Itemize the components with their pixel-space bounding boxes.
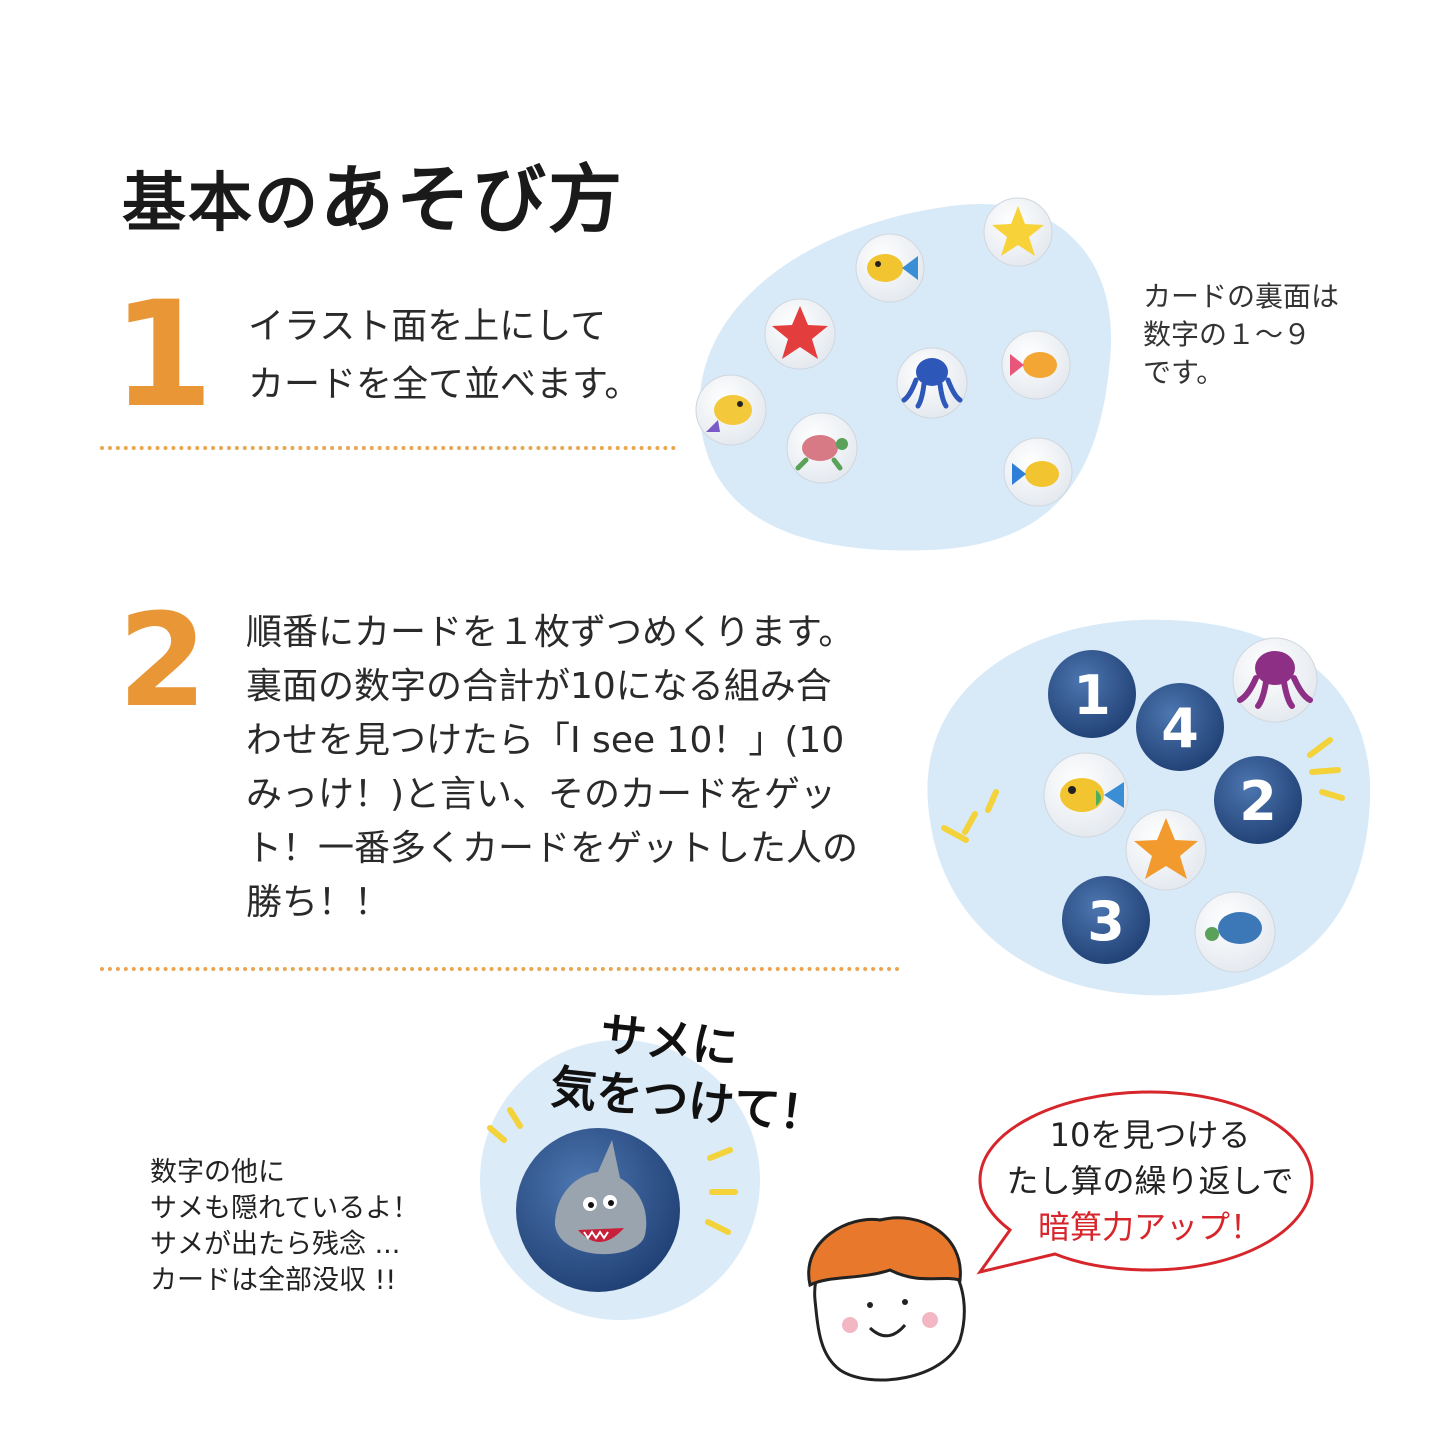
page-title: 基本のあそび方 bbox=[122, 140, 624, 247]
shark-card bbox=[516, 1128, 680, 1292]
card-fish-rainbow bbox=[855, 233, 925, 303]
card-back-note-line: です。 bbox=[1143, 356, 1225, 389]
card-back-note: カードの裏面は 数字の１～９ です。 bbox=[1143, 278, 1383, 392]
card-number-4-label: 4 bbox=[1161, 697, 1199, 760]
step-1-line: カードを全て並べます。 bbox=[248, 364, 641, 405]
shark-note-line: サメも隠れているよ！ bbox=[150, 1193, 420, 1224]
excitement-marks-right bbox=[1307, 737, 1345, 801]
shark-icon bbox=[555, 1140, 647, 1255]
card-number-2-label: 2 bbox=[1239, 770, 1277, 833]
shark-note-line: カードは全部没収 !! bbox=[150, 1265, 397, 1296]
card-fish-green bbox=[1043, 752, 1129, 838]
step-2-line: 裏面の数字の合計が10になる組み合 bbox=[246, 666, 832, 707]
excitement-marks-left bbox=[941, 789, 999, 843]
step-1-text: イラスト面を上にして カードを全て並べます。 bbox=[248, 298, 688, 414]
dotted-divider-2 bbox=[100, 967, 900, 971]
shark-note-line: 数字の他に bbox=[150, 1157, 285, 1188]
page-title-main: あそび方 bbox=[320, 157, 624, 243]
card-number-1: 1 bbox=[1048, 650, 1136, 738]
card-number-2: 2 bbox=[1214, 756, 1302, 844]
speech-bubble bbox=[976, 1090, 1314, 1275]
step-2-line: 勝ち！！ bbox=[246, 882, 391, 923]
step-1-line: イラスト面を上にして bbox=[248, 306, 607, 347]
card-starfish-red bbox=[764, 298, 836, 370]
step-1-number: 1 bbox=[112, 270, 214, 440]
step-2-line: ト！一番多くカードをゲットした人の bbox=[246, 828, 859, 869]
card-fish-yellow bbox=[695, 374, 767, 446]
card-starfish-orange bbox=[1125, 809, 1207, 891]
card-number-3-label: 3 bbox=[1087, 890, 1125, 953]
speech-bubble-text: 10を見つける たし算の繰り返しで 暗算力アップ！ bbox=[980, 1112, 1320, 1250]
card-back-note-line: 数字の１～９ bbox=[1143, 318, 1312, 351]
card-octopus-purple bbox=[1232, 637, 1318, 723]
card-number-1-label: 1 bbox=[1073, 664, 1111, 727]
dotted-divider-1 bbox=[100, 446, 676, 450]
card-fish-orange bbox=[1001, 330, 1071, 400]
shark-note-line: サメが出たら残念 ... bbox=[150, 1229, 401, 1260]
card-turtle bbox=[786, 412, 858, 484]
speech-bubble-line-1: 10を見つける bbox=[1049, 1116, 1251, 1154]
card-starfish-yellow bbox=[983, 197, 1053, 267]
card-octopus-blue bbox=[896, 347, 968, 419]
shark-excitement-marks bbox=[487, 1107, 738, 1235]
card-back-note-line: カードの裏面は bbox=[1143, 280, 1340, 313]
card-number-3: 3 bbox=[1062, 876, 1150, 964]
page-title-prefix: 基本の bbox=[122, 167, 320, 241]
boy-character bbox=[807, 1216, 966, 1382]
card-number-4: 4 bbox=[1136, 683, 1224, 771]
shark-note: 数字の他に サメも隠れているよ！ サメが出たら残念 ... カードは全部没収 !… bbox=[150, 1155, 470, 1299]
card-turtle-blue bbox=[1194, 891, 1276, 973]
speech-bubble-line-2: たし算の繰り返しで bbox=[1006, 1162, 1294, 1200]
step-2-number: 2 bbox=[118, 587, 208, 736]
step-2-line: 順番にカードを１枚ずつめくります。 bbox=[246, 612, 855, 653]
step-2-text: 順番にカードを１枚ずつめくります。 裏面の数字の合計が10になる組み合 わせを見… bbox=[246, 606, 906, 930]
step-2-line: みっけ！)と言い、そのカードをゲッ bbox=[246, 774, 837, 815]
card-fish-blue-tail bbox=[1003, 437, 1073, 507]
speech-bubble-highlight: 暗算力アップ！ bbox=[1037, 1208, 1262, 1246]
step-2-line: わせを見つけたら「I see 10！」(10 bbox=[246, 720, 845, 761]
